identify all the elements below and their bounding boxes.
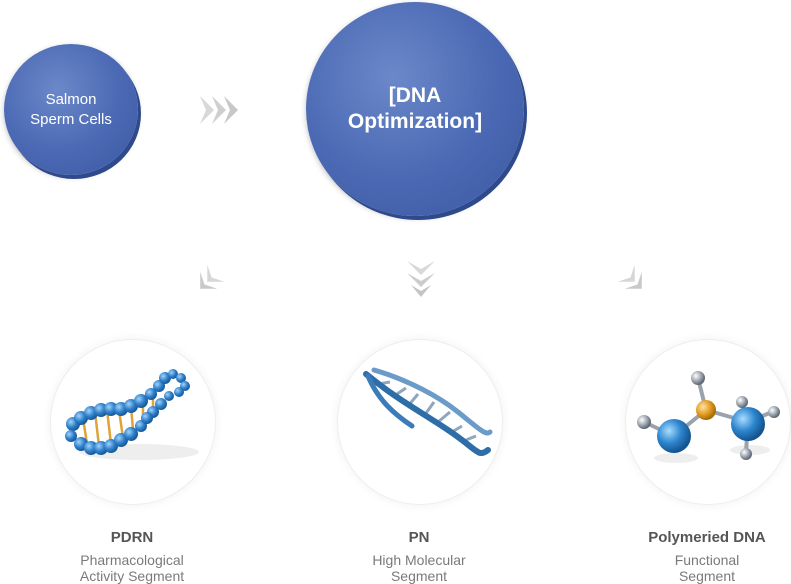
polymeried-dna-thumbnail (625, 339, 791, 505)
polymeried-dna-desc-line1: Functional (674, 552, 740, 568)
pdrn-thumbnail (50, 339, 216, 505)
chevron-down-left-icon (200, 264, 225, 289)
process-circle: [DNA Optimization] (306, 2, 524, 216)
process-label: [DNA Optimization] (347, 84, 483, 133)
polymeried-dna-title: Polymeried DNA (648, 529, 766, 546)
source-label: Salmon Sperm Cells (30, 90, 112, 128)
pn-desc-line2: Segment (390, 568, 448, 584)
pn-title: PN (408, 529, 430, 546)
pdrn-title: PDRN (110, 529, 154, 546)
source-circle: Salmon Sperm Cells (4, 44, 138, 175)
molecule-icon (637, 371, 780, 463)
pn-thumbnail (337, 339, 503, 505)
pn-desc-line1: High Molecular (372, 552, 466, 568)
pdrn-desc-line2: Activity Segment (79, 568, 185, 584)
dna-strand-ball-icon (65, 369, 199, 460)
polymeried-dna-desc-line2: Segment (678, 568, 736, 584)
chevron-down-right-icon (617, 264, 642, 289)
chevron-down-icon (407, 261, 435, 297)
pdrn-desc-line1: Pharmacological (80, 552, 184, 568)
double-helix-icon (363, 367, 493, 456)
chevron-right-icon (200, 96, 238, 124)
